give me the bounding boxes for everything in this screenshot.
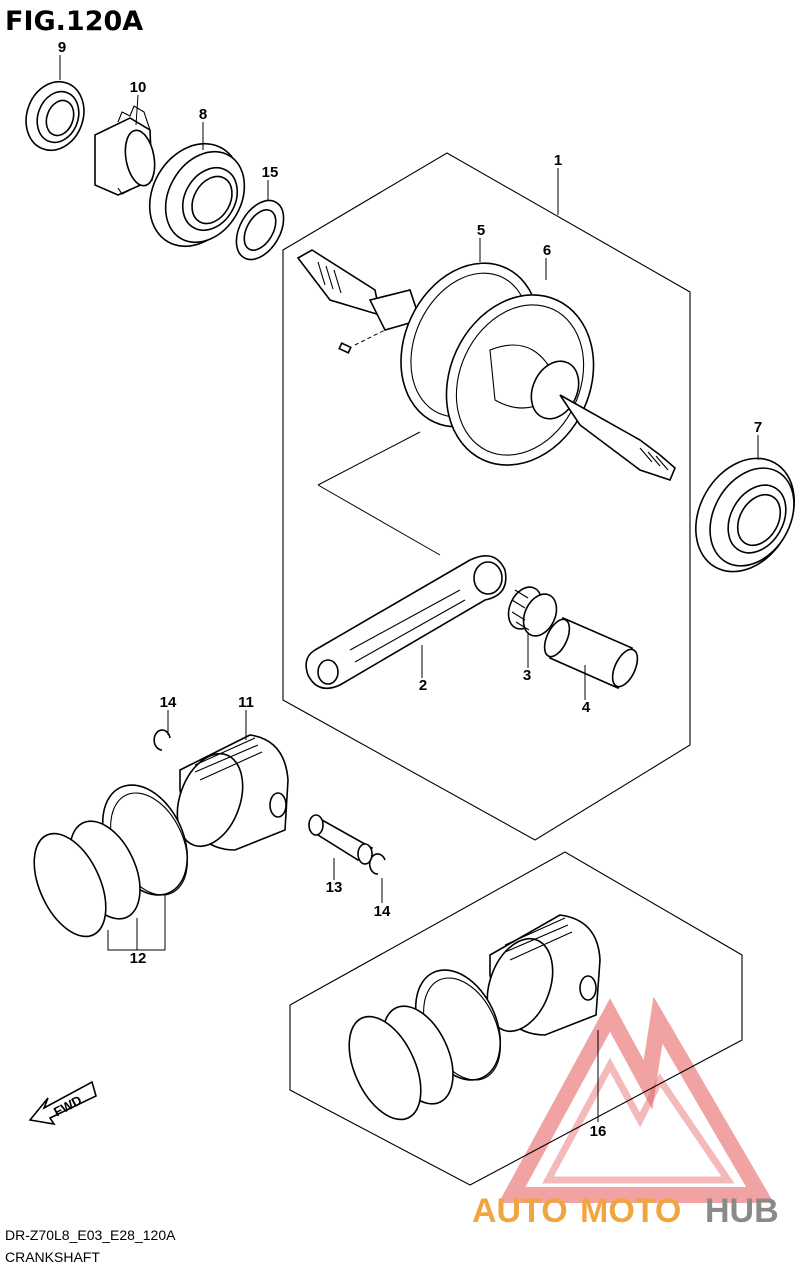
- figure-title: FIG.120A: [5, 6, 143, 37]
- woodruff-key: [338, 342, 352, 354]
- watermark-moto: MOTO: [580, 1192, 681, 1230]
- part-4-crank-pin[interactable]: [539, 616, 642, 691]
- part-9-oil-seal[interactable]: [17, 74, 94, 159]
- callout-5: 5: [477, 222, 485, 239]
- callout-1: 1: [554, 152, 562, 169]
- callout-12: 12: [130, 950, 147, 967]
- figure-code: DR-Z70L8_E03_E28_120A: [5, 1227, 176, 1243]
- part-3-needle-bearing[interactable]: [502, 582, 563, 642]
- callout-4: 4: [582, 699, 591, 716]
- watermark-hub: HUB: [705, 1192, 779, 1230]
- fwd-arrow-icon: FWD: [28, 1080, 97, 1126]
- callout-10: 10: [130, 79, 147, 96]
- part-6-crankshaft-right[interactable]: [419, 271, 676, 490]
- callout-14-bottom: 14: [374, 903, 391, 920]
- callout-6: 6: [543, 242, 551, 259]
- leader-lines: [59, 55, 759, 1122]
- fwd-label: FWD: [51, 1092, 84, 1119]
- watermark-wordmark: AUTO MOTO HUB: [472, 1192, 779, 1230]
- part-15-washer[interactable]: [227, 192, 294, 267]
- callout-9: 9: [58, 39, 66, 56]
- callout-16: 16: [590, 1123, 607, 1140]
- watermark-logo: [498, 996, 774, 1203]
- part-16-piston-set[interactable]: [335, 914, 601, 1131]
- callout-2: 2: [419, 677, 427, 694]
- assembly-box-crankshaft: [282, 152, 691, 841]
- callout-13: 13: [326, 879, 343, 896]
- part-2-connecting-rod[interactable]: [305, 554, 507, 690]
- callout-11: 11: [238, 694, 254, 711]
- callout-8: 8: [199, 106, 207, 123]
- watermark-auto: AUTO: [472, 1192, 568, 1230]
- callout-7: 7: [754, 419, 762, 436]
- part-13-piston-pin[interactable]: [308, 814, 374, 865]
- callout-3: 3: [523, 667, 531, 684]
- figure-name: CRANKSHAFT: [5, 1249, 100, 1265]
- part-8-bearing[interactable]: [132, 127, 261, 263]
- assembly-box-piston: [289, 851, 743, 1186]
- part-11-piston[interactable]: [165, 734, 289, 855]
- part-10-spacer[interactable]: [94, 105, 159, 196]
- callout-14-top: 14: [160, 694, 177, 711]
- part-12-piston-rings[interactable]: [20, 771, 204, 947]
- callout-15: 15: [262, 164, 279, 181]
- part-7-bearing[interactable]: [676, 441, 800, 590]
